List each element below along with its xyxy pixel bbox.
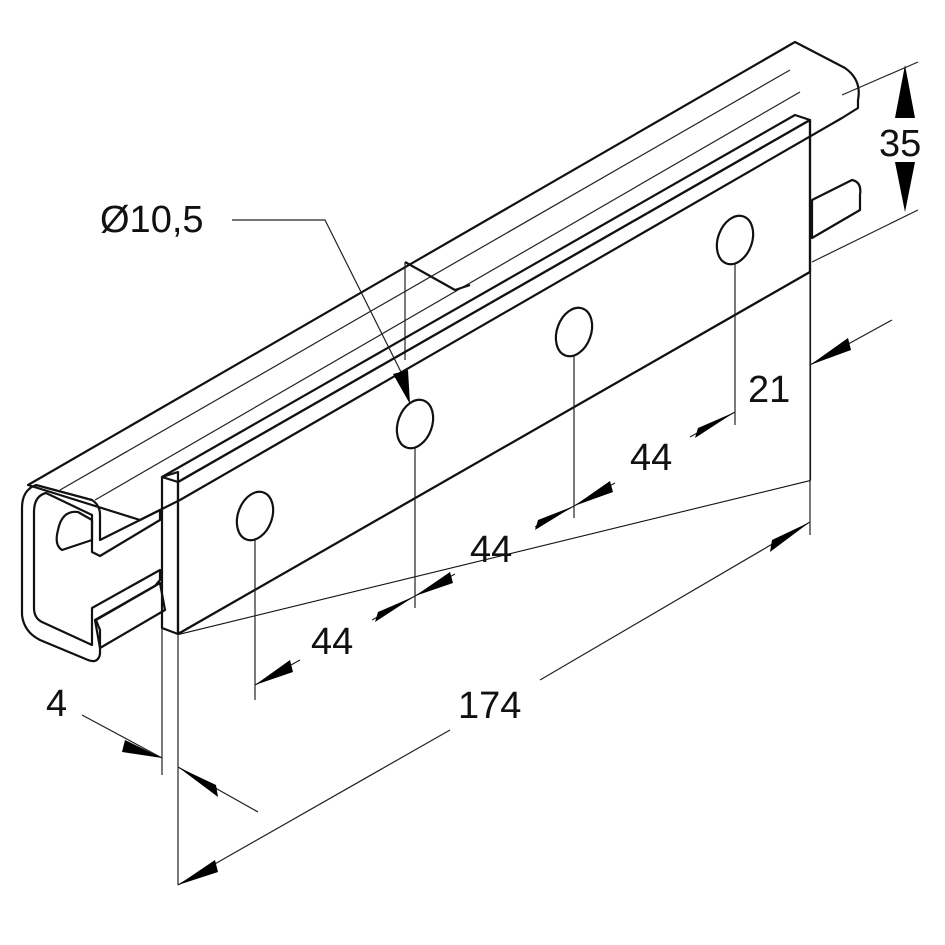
hole-4 xyxy=(715,214,755,266)
overall-length-label: 174 xyxy=(458,685,521,727)
pitch-1-label: 44 xyxy=(311,621,353,663)
channel-far-flange xyxy=(810,178,862,240)
end-offset-label: 21 xyxy=(748,369,790,411)
hole-3 xyxy=(554,306,594,358)
dimension-lines xyxy=(81,61,919,886)
pitch-3-label: 44 xyxy=(630,437,672,479)
hole-1 xyxy=(235,490,275,542)
plate-thickness-label: 4 xyxy=(46,683,67,725)
channel-height-label: 35 xyxy=(879,123,921,165)
channel-joint xyxy=(404,261,471,292)
pitch-2-label: 44 xyxy=(470,529,512,571)
hole-diameter-label: Ø10,5 xyxy=(100,199,204,241)
channel-end-profile xyxy=(20,483,162,663)
channel-inner-slot xyxy=(55,510,94,552)
hole-2 xyxy=(395,398,435,450)
